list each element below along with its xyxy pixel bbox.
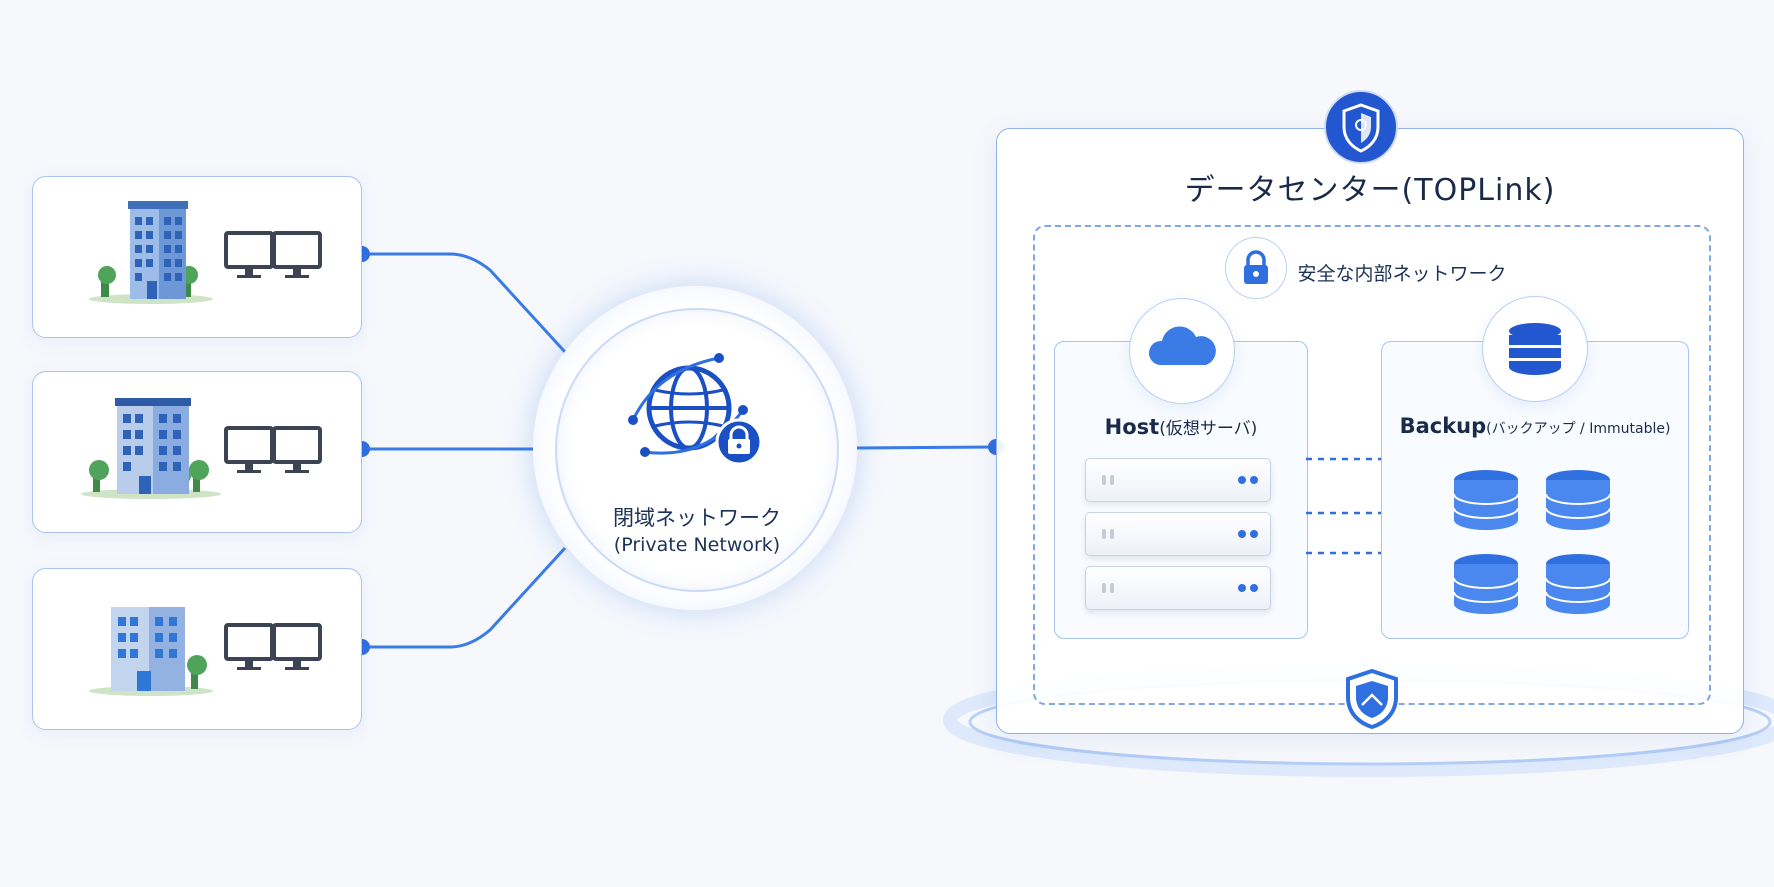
storage-disk-icon	[1545, 470, 1611, 530]
host-sublabel: (仮想サーバ)	[1159, 419, 1258, 439]
backup-sublabel: (バックアップ / Immutable)	[1486, 421, 1671, 437]
private-network-hub: 閉域ネットワーク (Private Network)	[533, 286, 857, 610]
server-unit	[1085, 566, 1271, 610]
link-site-3-hub	[362, 546, 567, 649]
shield-icon	[1346, 668, 1398, 730]
replication-links	[1306, 457, 1381, 555]
host-box: Host(仮想サーバ)	[1054, 298, 1308, 639]
site-card-3	[32, 568, 362, 730]
cloud-icon	[1148, 326, 1216, 365]
hub-inner-circle: 閉域ネットワーク (Private Network)	[555, 308, 839, 592]
cloud-badge	[1129, 298, 1235, 404]
site-card-1	[32, 176, 362, 338]
site-1-illustration	[89, 201, 322, 304]
office-building-icon	[81, 398, 221, 499]
hub-subtitle: (Private Network)	[613, 534, 781, 556]
site-2-illustration	[81, 398, 322, 499]
backup-label-row: Backup(バックアップ / Immutable)	[1382, 414, 1688, 438]
storage-disk-icon	[1453, 554, 1519, 614]
storage-array	[1453, 470, 1611, 614]
monitors-icon	[224, 426, 322, 473]
lock-icon	[1244, 250, 1268, 284]
server-unit	[1085, 458, 1271, 502]
site-card-2	[32, 371, 362, 533]
hub-title: 閉域ネットワーク	[613, 506, 781, 530]
server-unit	[1085, 512, 1271, 556]
shield-icon	[1324, 90, 1398, 164]
backup-box: Backup(バックアップ / Immutable)	[1381, 296, 1689, 639]
database-icon	[1509, 323, 1561, 375]
datacenter-panel: データセンター(TOPLink) 安全な内部ネットワーク Host(仮想	[996, 90, 1744, 734]
storage-disk-icon	[1453, 470, 1519, 530]
site-3-illustration	[89, 607, 322, 696]
host-label: Host	[1104, 415, 1160, 439]
storage-disk-icon	[1545, 554, 1611, 614]
secure-network-label: 安全な内部ネットワーク	[1297, 263, 1507, 285]
monitors-icon	[224, 623, 322, 670]
globe-lock-icon	[628, 353, 763, 466]
monitors-icon	[224, 231, 322, 278]
backup-label: Backup	[1399, 414, 1487, 438]
link-hub-datacenter	[856, 445, 997, 450]
lock-badge	[1225, 237, 1287, 299]
office-building-icon	[89, 607, 213, 696]
database-badge	[1482, 296, 1588, 402]
link-site-1-hub	[362, 252, 567, 354]
office-building-icon	[89, 201, 213, 304]
datacenter-title: データセンター(TOPLink)	[1184, 173, 1556, 208]
secure-internal-network: 安全な内部ネットワーク Host(仮想サーバ)	[1033, 225, 1711, 730]
host-label-row: Host(仮想サーバ)	[1055, 414, 1307, 439]
